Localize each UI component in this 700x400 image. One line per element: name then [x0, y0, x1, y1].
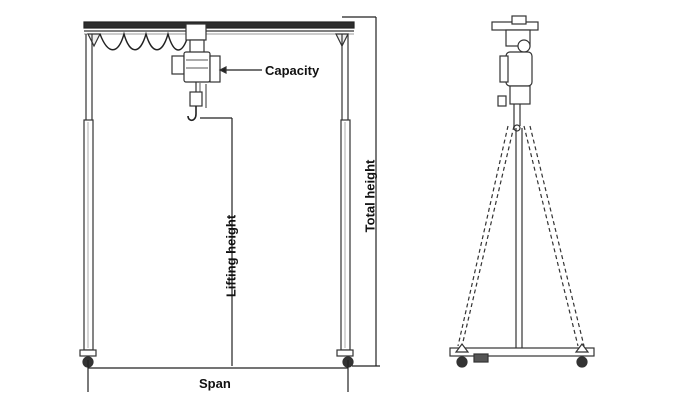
span-label: Span [199, 376, 231, 391]
hook [187, 106, 197, 122]
left-leg [79, 34, 97, 368]
right-leg [336, 34, 354, 368]
capacity-leader [218, 66, 262, 74]
span-dimension [87, 360, 349, 392]
side-caster-left [456, 356, 468, 368]
side-view [449, 15, 595, 368]
capacity-label: Capacity [265, 63, 320, 78]
lifting-height-dimension [200, 117, 233, 366]
electric-hoist [171, 23, 221, 122]
top-beam [83, 21, 355, 51]
front-view [79, 16, 380, 392]
cable-festoon [99, 31, 189, 51]
total-height-label: Total height [362, 159, 378, 233]
total-height-dimension [342, 16, 380, 367]
lifting-height-label: Lifting height [223, 214, 239, 298]
side-caster-right [576, 356, 588, 368]
